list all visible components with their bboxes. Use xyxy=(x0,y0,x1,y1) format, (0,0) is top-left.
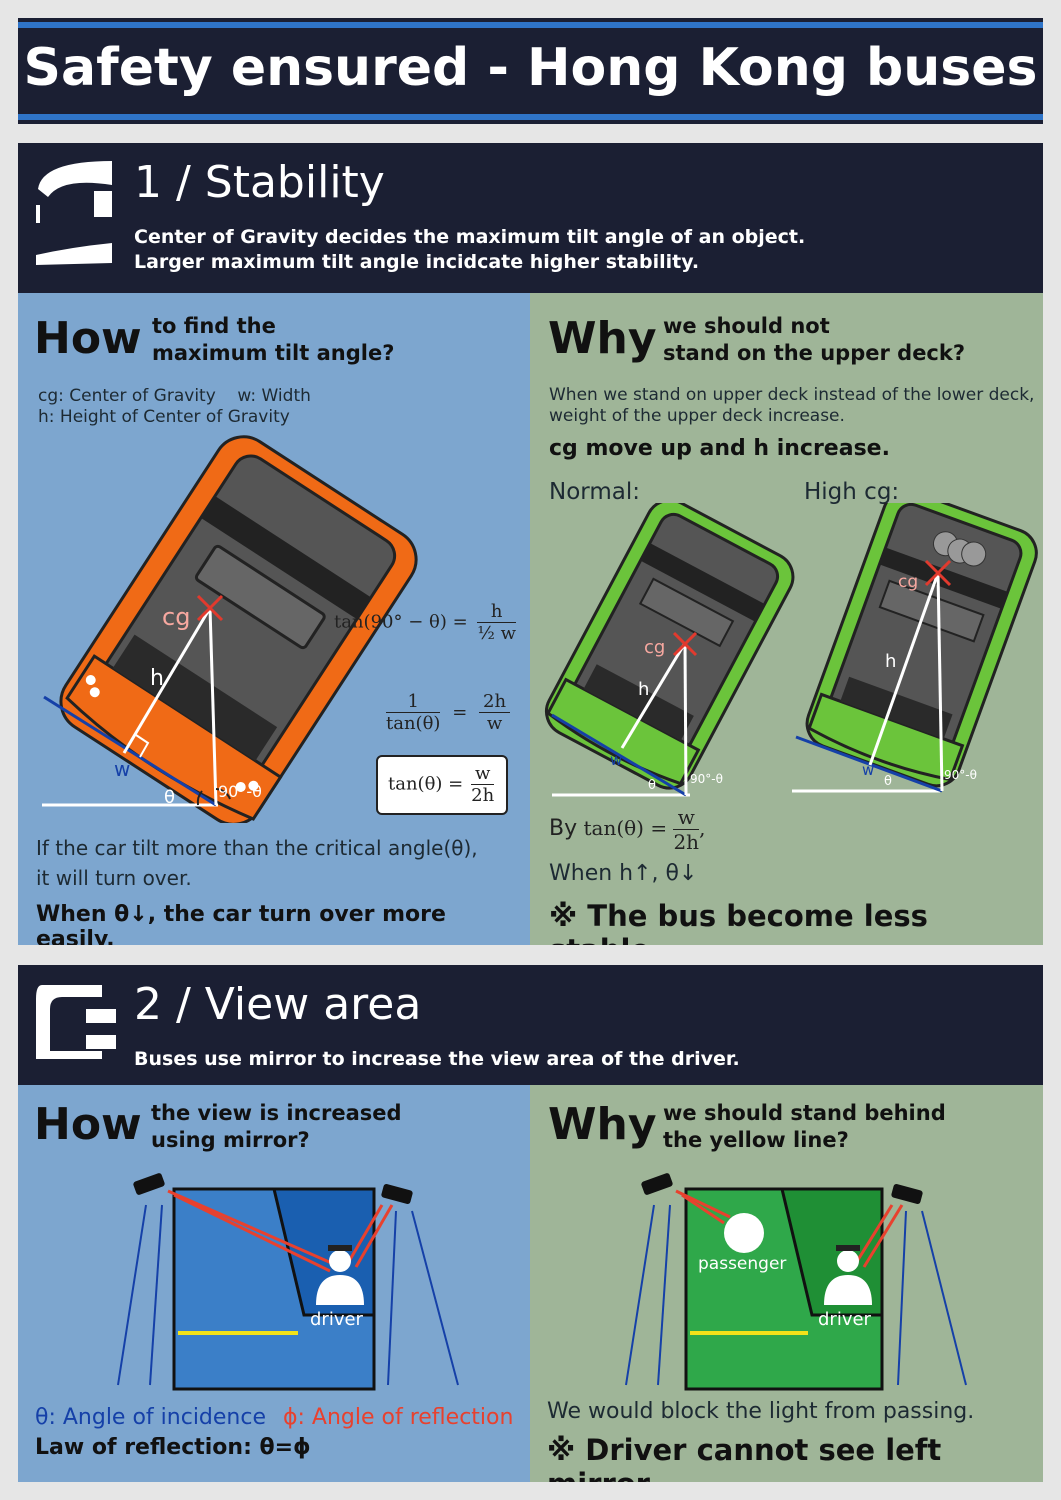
title-stripe-bottom xyxy=(18,114,1043,120)
legend-line1: cg: Center of Gravity w: Width xyxy=(38,386,311,406)
how2-question-line1: the view is increased xyxy=(151,1101,402,1125)
driver-figure xyxy=(824,1245,872,1305)
svg-text:cg: cg xyxy=(898,572,918,592)
eq3-denominator: 2h xyxy=(471,785,495,806)
why2-question-line1: we should stand behind xyxy=(663,1101,946,1125)
svg-text:cg: cg xyxy=(644,637,665,658)
how2-question-line2: using mirror? xyxy=(151,1128,310,1152)
green-buses-diagram: cg h w θ 90°-θ cg h w θ 90°-θ xyxy=(544,503,1038,797)
blocked-view-diagram: passenger driver xyxy=(625,1173,967,1391)
section1-why-panel: Why we should not stand on the upper dec… xyxy=(530,293,1043,945)
equation-2: 1 tan(θ) = 2h w xyxy=(386,691,511,734)
why-eq-numerator: w xyxy=(673,805,700,830)
why2-question-line2: the yellow line? xyxy=(663,1128,849,1152)
label-normal: Normal: xyxy=(549,479,640,505)
eq1-numerator: h xyxy=(477,601,516,623)
page-title: Safety ensured - Hong Kong buses xyxy=(23,38,1038,98)
section2-desc: Buses use mirror to increase the view ar… xyxy=(134,1048,740,1070)
why-eq-denominator: 2h xyxy=(673,830,700,854)
how-question-line1: to find the xyxy=(152,314,276,338)
why-bold-line: cg move up and h increase. xyxy=(549,436,890,461)
svg-text:90°-θ: 90°-θ xyxy=(690,772,723,786)
why-question-line1: we should not xyxy=(663,314,830,338)
why-equation: By tan(θ) = w 2h , xyxy=(549,805,705,854)
svg-text:h: h xyxy=(885,651,896,672)
why-question-line2: stand on the upper deck? xyxy=(663,341,966,365)
why-word: Why xyxy=(548,313,657,364)
law-of-reflection: Law of reflection: θ=ϕ xyxy=(35,1435,311,1460)
svg-text:h: h xyxy=(638,679,649,700)
green-bus-normal xyxy=(544,503,795,790)
why2-conclusion: ※ Driver cannot see left mirror. xyxy=(547,1433,942,1482)
how-text-line2: it will turn over. xyxy=(36,866,192,890)
legend-line2: h: Height of Center of Gravity xyxy=(38,407,290,427)
how-text-line1: If the car tilt more than the critical a… xyxy=(36,836,478,860)
eq2-rhs-numerator: 2h xyxy=(479,691,511,713)
angle-label: 90°-θ xyxy=(218,782,262,801)
why-text-line2: weight of the upper deck increase. xyxy=(549,406,845,426)
how-conclusion: When θ↓, the car turn over more easily. xyxy=(36,902,446,945)
eq2-lhs-denominator: tan(θ) xyxy=(386,713,441,734)
bus-front-icon xyxy=(36,161,112,265)
why-conclusion: ※ The bus become less stable. xyxy=(549,899,928,945)
eq1-lhs: tan(90° − θ) = xyxy=(334,611,468,633)
title-bar: Safety ensured - Hong Kong buses xyxy=(18,18,1043,124)
why-text-line1: When we stand on upper deck instead of t… xyxy=(549,385,1035,405)
tilted-bus-diagram: cg h w θ 90°-θ xyxy=(42,435,418,823)
section1-header: 1 / Stability Center of Gravity decides … xyxy=(18,143,1043,293)
svg-text:90°-θ: 90°-θ xyxy=(944,768,977,782)
theta-label: θ xyxy=(164,787,175,808)
green-bus-high-cg xyxy=(805,503,1038,788)
svg-text:θ: θ xyxy=(648,778,656,793)
left-mirror xyxy=(133,1173,165,1195)
passenger-label: passenger xyxy=(698,1254,786,1274)
label-high-cg: High cg: xyxy=(804,479,900,505)
bus-side-icon xyxy=(36,985,116,1059)
by-label: By xyxy=(549,816,578,841)
right-mirror xyxy=(891,1184,923,1204)
orange-bus xyxy=(59,435,418,823)
h-label: h xyxy=(150,666,164,691)
section1-heading: 1 / Stability xyxy=(134,157,385,208)
eq3-numerator: w xyxy=(470,763,495,785)
reflection-legend: θ: Angle of incidence ϕ: Angle of reflec… xyxy=(35,1403,513,1433)
why-eq-lhs: tan(θ) = xyxy=(583,816,668,840)
how-question-line2: maximum tilt angle? xyxy=(152,341,395,365)
why-when-line: When h↑, θ↓ xyxy=(549,861,698,886)
section2-heading: 2 / View area xyxy=(134,979,422,1030)
eq2-rhs-denominator: w xyxy=(486,713,503,734)
why2-word: Why xyxy=(548,1099,657,1150)
w-label: w xyxy=(114,757,130,781)
mirror-view-diagram: driver xyxy=(117,1173,459,1391)
cg-label: cg xyxy=(162,603,190,631)
section2-header: 2 / View area Buses use mirror to increa… xyxy=(18,965,1043,1085)
why-eq-comma: , xyxy=(699,816,706,840)
driver-figure xyxy=(316,1245,364,1305)
section2-how-panel: How the view is increased using mirror? … xyxy=(18,1085,530,1482)
equation-3-boxed: tan(θ) = w 2h xyxy=(376,755,508,815)
equation-1: tan(90° − θ) = h ½ w xyxy=(334,601,516,644)
title-stripe-top xyxy=(18,22,1043,28)
svg-text:w: w xyxy=(610,751,622,769)
eq3-lhs: tan(θ) = xyxy=(388,773,464,795)
passenger-figure xyxy=(724,1213,764,1253)
left-mirror xyxy=(641,1173,673,1195)
cg-cross-mark xyxy=(196,594,224,622)
theta-legend: θ: Angle of incidence xyxy=(35,1405,266,1430)
eq2-lhs-numerator: 1 xyxy=(386,691,441,713)
how-word: How xyxy=(34,313,142,364)
driver-label: driver xyxy=(310,1309,364,1330)
section1-desc-line1: Center of Gravity decides the maximum ti… xyxy=(134,226,806,248)
section1-how-panel: How to find the maximum tilt angle? cg: … xyxy=(18,293,530,945)
section2-why-panel: Why we should stand behind the yellow li… xyxy=(530,1085,1043,1482)
right-mirror xyxy=(381,1184,413,1204)
svg-text:θ: θ xyxy=(884,774,892,789)
phi-legend: ϕ: Angle of reflection xyxy=(283,1405,514,1430)
how2-word: How xyxy=(34,1099,142,1150)
why2-text: We would block the light from passing. xyxy=(547,1399,975,1424)
driver-label: driver xyxy=(818,1309,872,1330)
svg-text:w: w xyxy=(862,761,874,779)
eq1-denominator: ½ w xyxy=(477,623,516,644)
section1-desc-line2: Larger maximum tilt angle incidcate high… xyxy=(134,251,700,273)
